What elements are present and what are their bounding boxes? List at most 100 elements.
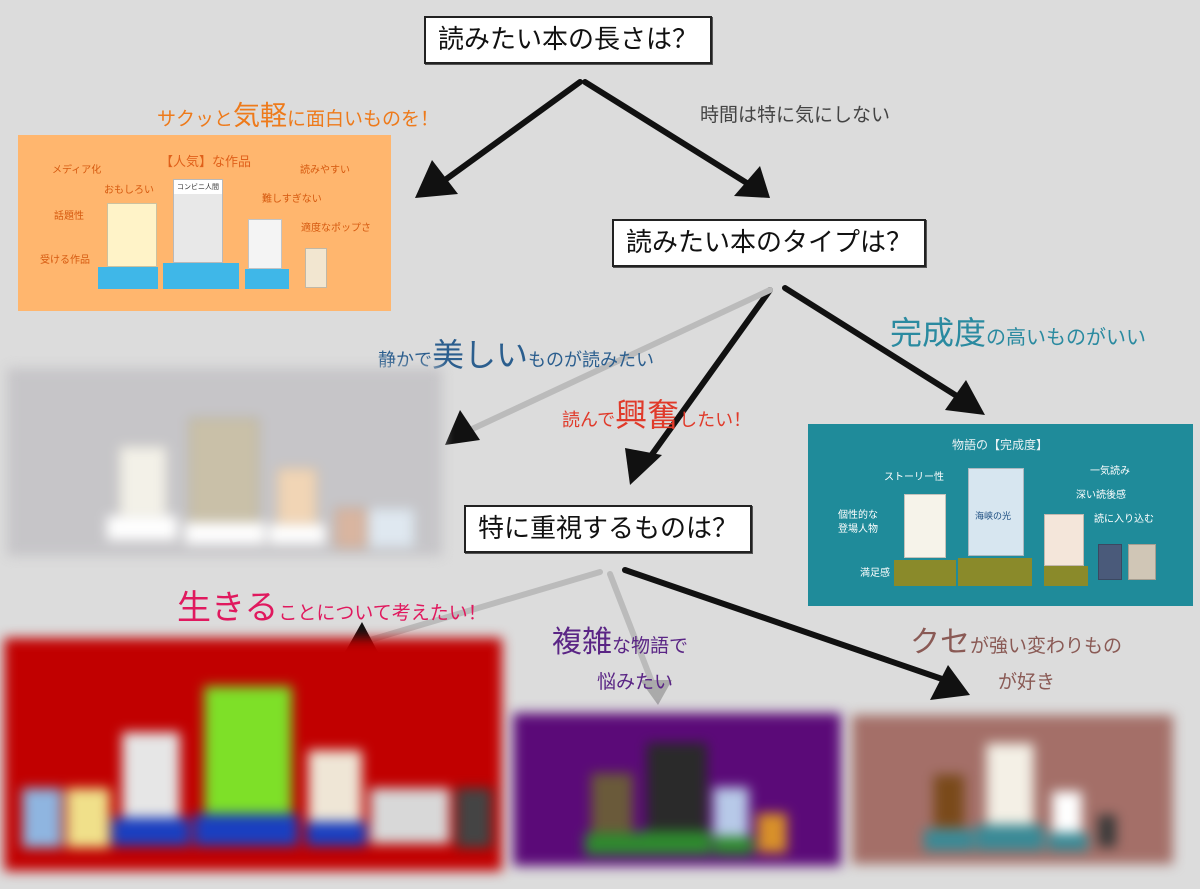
- book-cover: [456, 788, 492, 848]
- book-cover: [1098, 815, 1116, 847]
- book-cover: [107, 203, 157, 267]
- panel-popular-tag: メディア化: [52, 165, 102, 176]
- label-quirky-emph: クセ: [910, 625, 970, 660]
- panel-complete-tag: 登場人物: [838, 524, 878, 535]
- book-pedestal: [98, 267, 158, 289]
- label-excite-part2: したい！: [679, 410, 752, 431]
- book-cover: [934, 775, 964, 827]
- label-complete-emph: 完成度: [890, 314, 987, 352]
- panel-life: [4, 638, 502, 871]
- arrowhead-light: [415, 160, 458, 198]
- arrow-q1-to-q2: [582, 79, 753, 188]
- label-quirky: クセが強い変わりもの が好き: [910, 625, 1122, 700]
- book-pedestal: [1044, 566, 1088, 586]
- label-any-length: 時間は特に気にしない: [700, 104, 891, 126]
- book-pedestal: [185, 522, 265, 544]
- arrowhead-complete: [945, 380, 985, 415]
- arrow-q1-to-light: [442, 79, 583, 183]
- panel-popular-title: 【人気】な作品: [160, 155, 252, 170]
- book-pedestal: [112, 818, 190, 846]
- label-light-emph: 気軽: [233, 101, 288, 132]
- question-priority: 特に重視するものは？: [464, 505, 753, 553]
- panel-complete-tag: ストーリー性: [884, 472, 944, 483]
- book-cover: [277, 468, 317, 524]
- book-cover: [22, 788, 62, 848]
- label-quirky-line2: が好き: [998, 671, 1056, 693]
- panel-quirky: [852, 715, 1173, 864]
- book-cover: [122, 732, 180, 818]
- label-life-emph: 生きる: [177, 588, 279, 628]
- book-pedestal: [976, 825, 1044, 851]
- book-title: 海峡の光: [975, 512, 1012, 522]
- book-cover: [335, 508, 367, 548]
- panel-complete-title: 物語の【完成度】: [952, 438, 1049, 452]
- label-beautiful: 静かで美しいものが読みたい: [378, 330, 654, 376]
- book-cover: [370, 788, 450, 844]
- panel-popular-tag: 読みやすい: [300, 165, 350, 176]
- book-pedestal: [958, 558, 1032, 586]
- panel-popular-tag: 話題性: [54, 211, 84, 222]
- arrowhead-excite: [625, 448, 662, 485]
- panel-complete-tag: 一気読み: [1090, 466, 1130, 477]
- label-beautiful-part1: 静かで: [378, 350, 432, 371]
- label-complex-part: な物語で: [612, 635, 689, 657]
- book-cover: [986, 743, 1034, 825]
- book-cover: [1044, 514, 1084, 566]
- arrow-q3-to-complex: [607, 571, 658, 693]
- panel-popular: 【人気】な作品 メディア化 おもしろい 話題性 受ける作品 読みやすい 難しすぎ…: [18, 135, 391, 311]
- label-excite: 読んで興奮したい！: [562, 390, 751, 436]
- panel-complete-tag: 読に入り込む: [1094, 514, 1154, 525]
- label-complex-line2: 悩みたい: [597, 671, 674, 693]
- book-pedestal: [245, 269, 289, 289]
- arrow-q2-to-beautiful: [467, 287, 773, 433]
- book-cover: [904, 494, 946, 558]
- question-length: 読みたい本の長さは？: [424, 16, 713, 64]
- label-excite-emph: 興奮: [615, 396, 680, 434]
- label-life-rest: ことについて考えたい！: [278, 602, 487, 624]
- label-light: サクッと気軽に面白いものを！: [157, 94, 439, 133]
- book-pedestal: [639, 831, 711, 855]
- book-cover: [647, 743, 707, 833]
- book-cover: [308, 750, 362, 822]
- book-cover: コンビニ人間: [173, 179, 223, 263]
- book-cover: 海峡の光: [968, 468, 1024, 556]
- label-complex: 複雑な物語で 悩みたい: [552, 625, 688, 700]
- book-pedestal: [194, 814, 298, 846]
- book-pedestal: [269, 524, 325, 544]
- book-pedestal: [163, 263, 239, 289]
- label-beautiful-emph: 美しい: [432, 336, 529, 374]
- panel-complete-tag: 個性的な: [838, 510, 878, 521]
- label-excite-part1: 読んで: [562, 410, 616, 431]
- label-light-part1: サクッと: [157, 108, 234, 130]
- arrow-q3-to-quirky: [622, 567, 948, 683]
- book-cover: [204, 686, 292, 814]
- label-light-part2: に面白いものを！: [287, 108, 440, 130]
- book-cover: [189, 418, 259, 522]
- label-quirky-part: が強い変わりもの: [970, 635, 1123, 657]
- arrow-q3-to-life: [367, 569, 603, 643]
- panel-popular-tag: 受ける作品: [40, 255, 90, 266]
- arrow-q2-to-complete: [782, 285, 963, 401]
- book-cover: [305, 248, 327, 288]
- panel-complete: 物語の【完成度】 ストーリー性 個性的な 登場人物 満足感 一気読み 深い読後感…: [808, 424, 1193, 606]
- book-pedestal: [924, 829, 974, 851]
- panel-complete-tag: 深い読後感: [1076, 490, 1126, 501]
- panel-complex: [513, 713, 841, 866]
- panel-popular-tag: おもしろい: [104, 185, 154, 196]
- question-type: 読みたい本のタイプは？: [612, 219, 927, 267]
- panel-complete-tag: 満足感: [860, 568, 890, 579]
- label-beautiful-part2: ものが読みたい: [528, 350, 655, 371]
- panel-beautiful: [7, 368, 442, 556]
- arrowhead-quirky: [930, 665, 970, 700]
- book-cover: [248, 219, 282, 269]
- book-title: コンビニ人間: [174, 180, 222, 194]
- panel-popular-tag: 適度なポップさ: [301, 223, 371, 234]
- book-pedestal: [306, 822, 366, 846]
- book-cover: [367, 508, 415, 548]
- book-cover: [66, 788, 110, 848]
- book-pedestal: [713, 837, 753, 855]
- book-pedestal: [1048, 833, 1088, 851]
- book-cover: [1098, 544, 1122, 580]
- book-cover: [119, 446, 167, 516]
